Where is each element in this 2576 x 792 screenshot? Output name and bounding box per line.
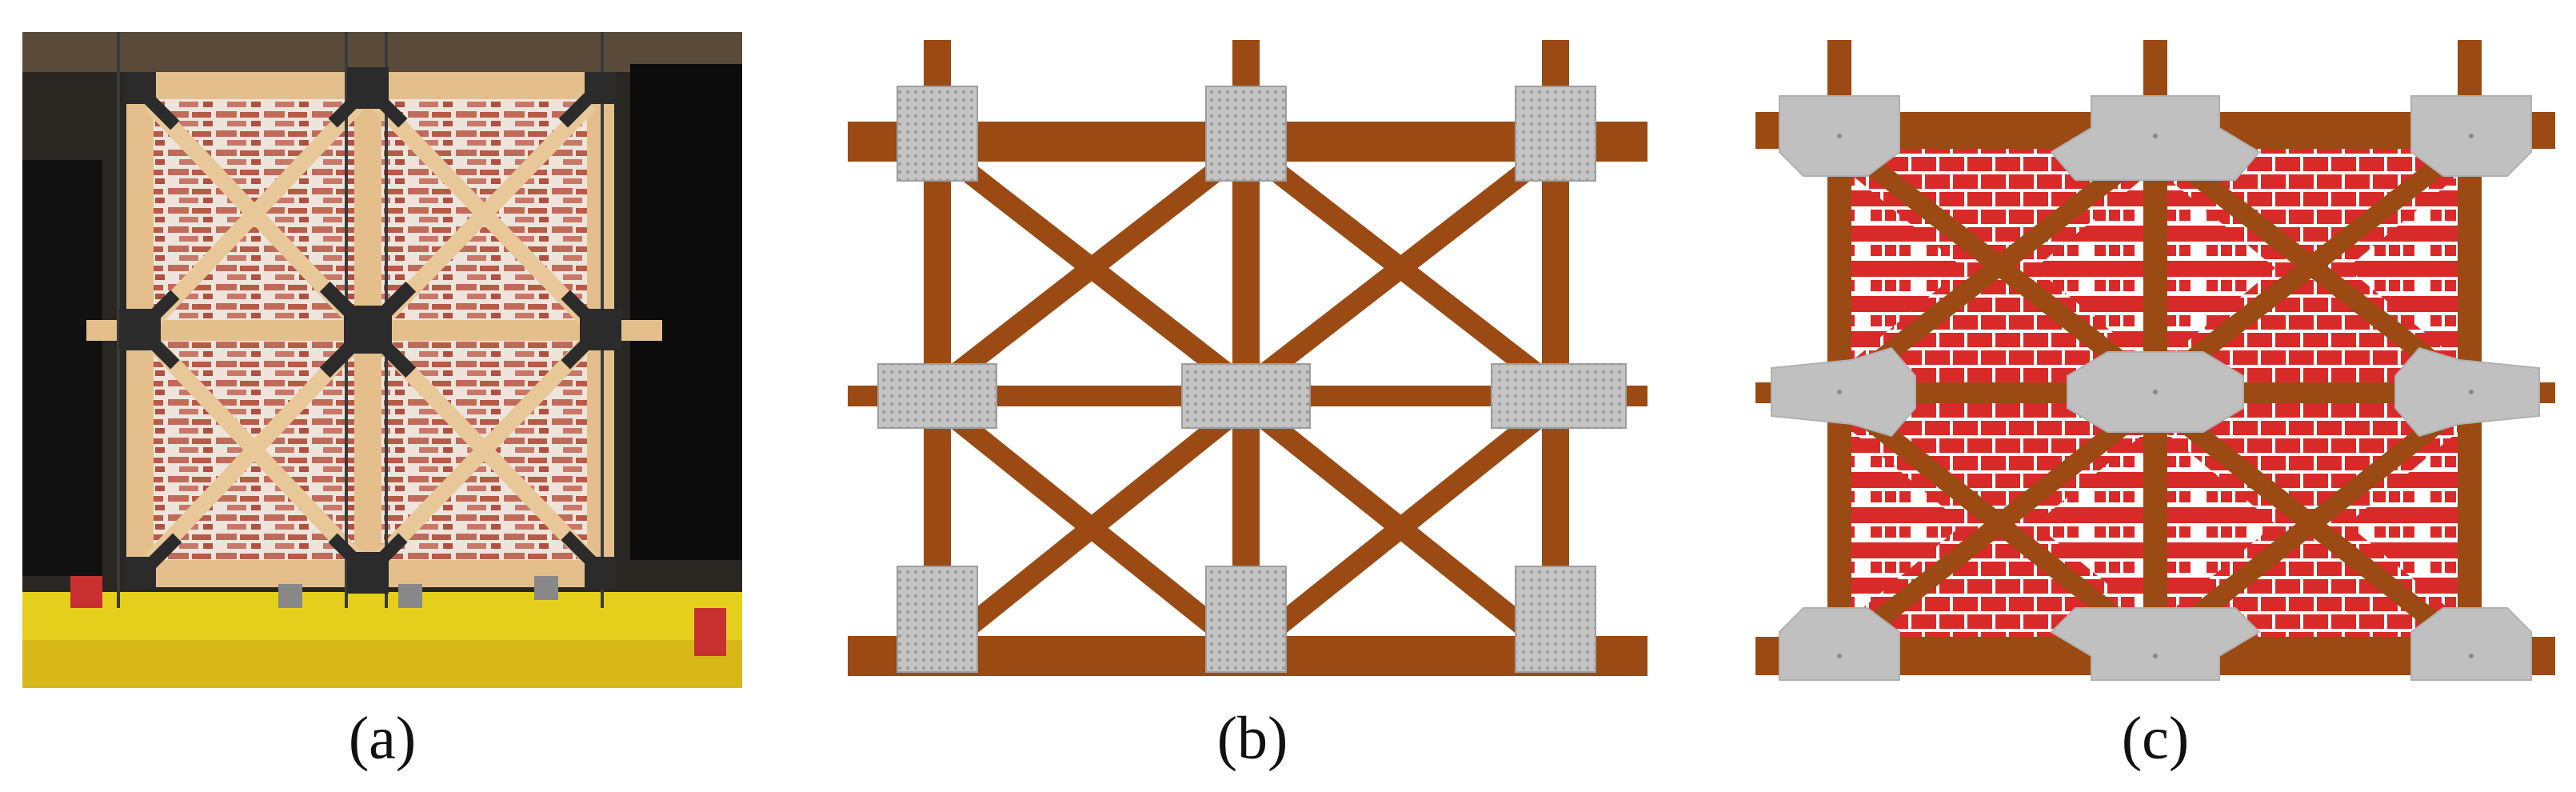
diagonal-braces-infilled (1837, 136, 2474, 656)
photo-diagonal-braces (144, 98, 597, 566)
plate-mid-center (1181, 363, 1311, 429)
panel-c (1755, 32, 2555, 688)
connector-plates (877, 86, 1627, 673)
plate-top-left (897, 86, 978, 182)
panel-b (848, 32, 1655, 688)
plate-c-bottom-center (2050, 607, 2261, 681)
plate-c-bottom-right (2410, 607, 2532, 681)
plate-bottom-center (1205, 566, 1287, 673)
panel-a (22, 32, 742, 688)
plate-bottom-left (897, 566, 978, 673)
panel-c-diagram (1755, 40, 2555, 681)
caption-b: (b) (1216, 705, 1288, 772)
plate-bolts (1837, 134, 2474, 658)
plate-c-bottom-left (1779, 607, 1900, 681)
photo-steel-plates (119, 67, 621, 594)
plate-top-right (1515, 86, 1596, 182)
plate-mid-right (1491, 363, 1627, 429)
caption-c: (c) (2121, 705, 2190, 772)
plate-bottom-right (1515, 566, 1596, 673)
panel-b-diagram (848, 40, 1647, 676)
plate-c-mid-left (1771, 346, 1916, 438)
diagonal-braces (930, 139, 1563, 661)
panel-a-photo (22, 32, 742, 688)
plate-c-mid-right (2394, 346, 2540, 438)
photo-equipment (70, 576, 726, 656)
caption-a: (a) (348, 705, 417, 772)
plate-mid-left (877, 363, 997, 429)
plate-top-center (1205, 86, 1287, 182)
